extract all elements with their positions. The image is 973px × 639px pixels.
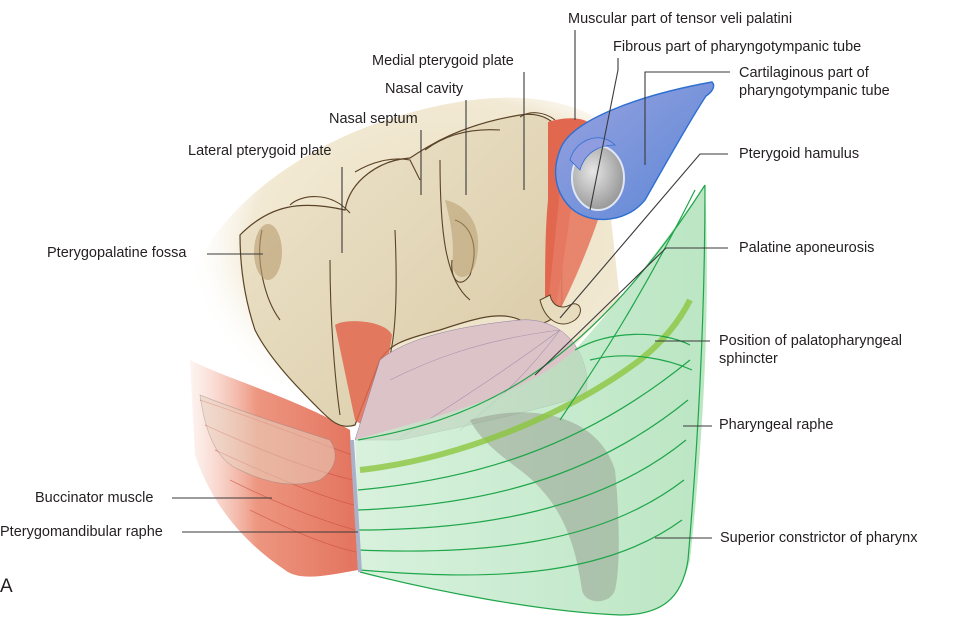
label-pterygomandibular-raphe: Pterygomandibular raphe [0, 524, 163, 540]
panel-letter: A [0, 576, 13, 597]
superior-constrictor [355, 185, 707, 615]
label-pterygoid-hamulus: Pterygoid hamulus [739, 146, 860, 162]
leader-pterygoid-hamulus [559, 153, 728, 319]
label-palatine-aponeurosis: Palatine aponeurosis [739, 240, 875, 256]
palatopharyngeal-sphincter-band [359, 298, 693, 473]
leader-cartilaginous-tube [644, 71, 730, 165]
pterygopalatine-fossa [254, 224, 282, 280]
label-lateral-pterygoid-plate: Lateral pterygoid plate [188, 143, 332, 159]
fibrous-tube-lip [569, 137, 616, 171]
label-medial-pterygoid-plate: Medial pterygoid plate [372, 53, 514, 69]
molar-teeth [199, 394, 336, 485]
label-palatopharyngeal-sphincter: Position of palatopharyngeal sphincter [719, 333, 902, 367]
pterygoid-hamulus [539, 294, 581, 325]
leader-fibrous-tube [589, 58, 619, 211]
label-buccinator-muscle: Buccinator muscle [35, 490, 154, 506]
label-nasal-septum: Nasal septum [329, 111, 418, 127]
label-pharyngeal-raphe: Pharyngeal raphe [719, 417, 834, 433]
label-nasal-cavity: Nasal cavity [385, 81, 464, 97]
leader-lines [172, 30, 730, 539]
pterygomandibular-raphe [350, 439, 362, 573]
nasal-cavity-recess [445, 200, 479, 278]
label-muscular-tensor-veli-palatini: Muscular part of tensor veli palatini [568, 11, 793, 27]
label-fibrous-pharyngotympanic-tube: Fibrous part of pharyngotympanic tube [613, 39, 862, 55]
constrictor-fibers [357, 184, 706, 616]
pharyngeal-wall-shadow [470, 412, 619, 602]
leader-palatine-aponeurosis [534, 247, 728, 376]
label-superior-constrictor-of-pharynx: Superior constrictor of pharynx [720, 530, 918, 546]
label-cartilaginous-pharyngotympanic-tube: Cartilaginous part of pharyngotympanic t… [739, 65, 890, 99]
label-pterygopalatine-fossa: Pterygopalatine fossa [47, 245, 187, 261]
